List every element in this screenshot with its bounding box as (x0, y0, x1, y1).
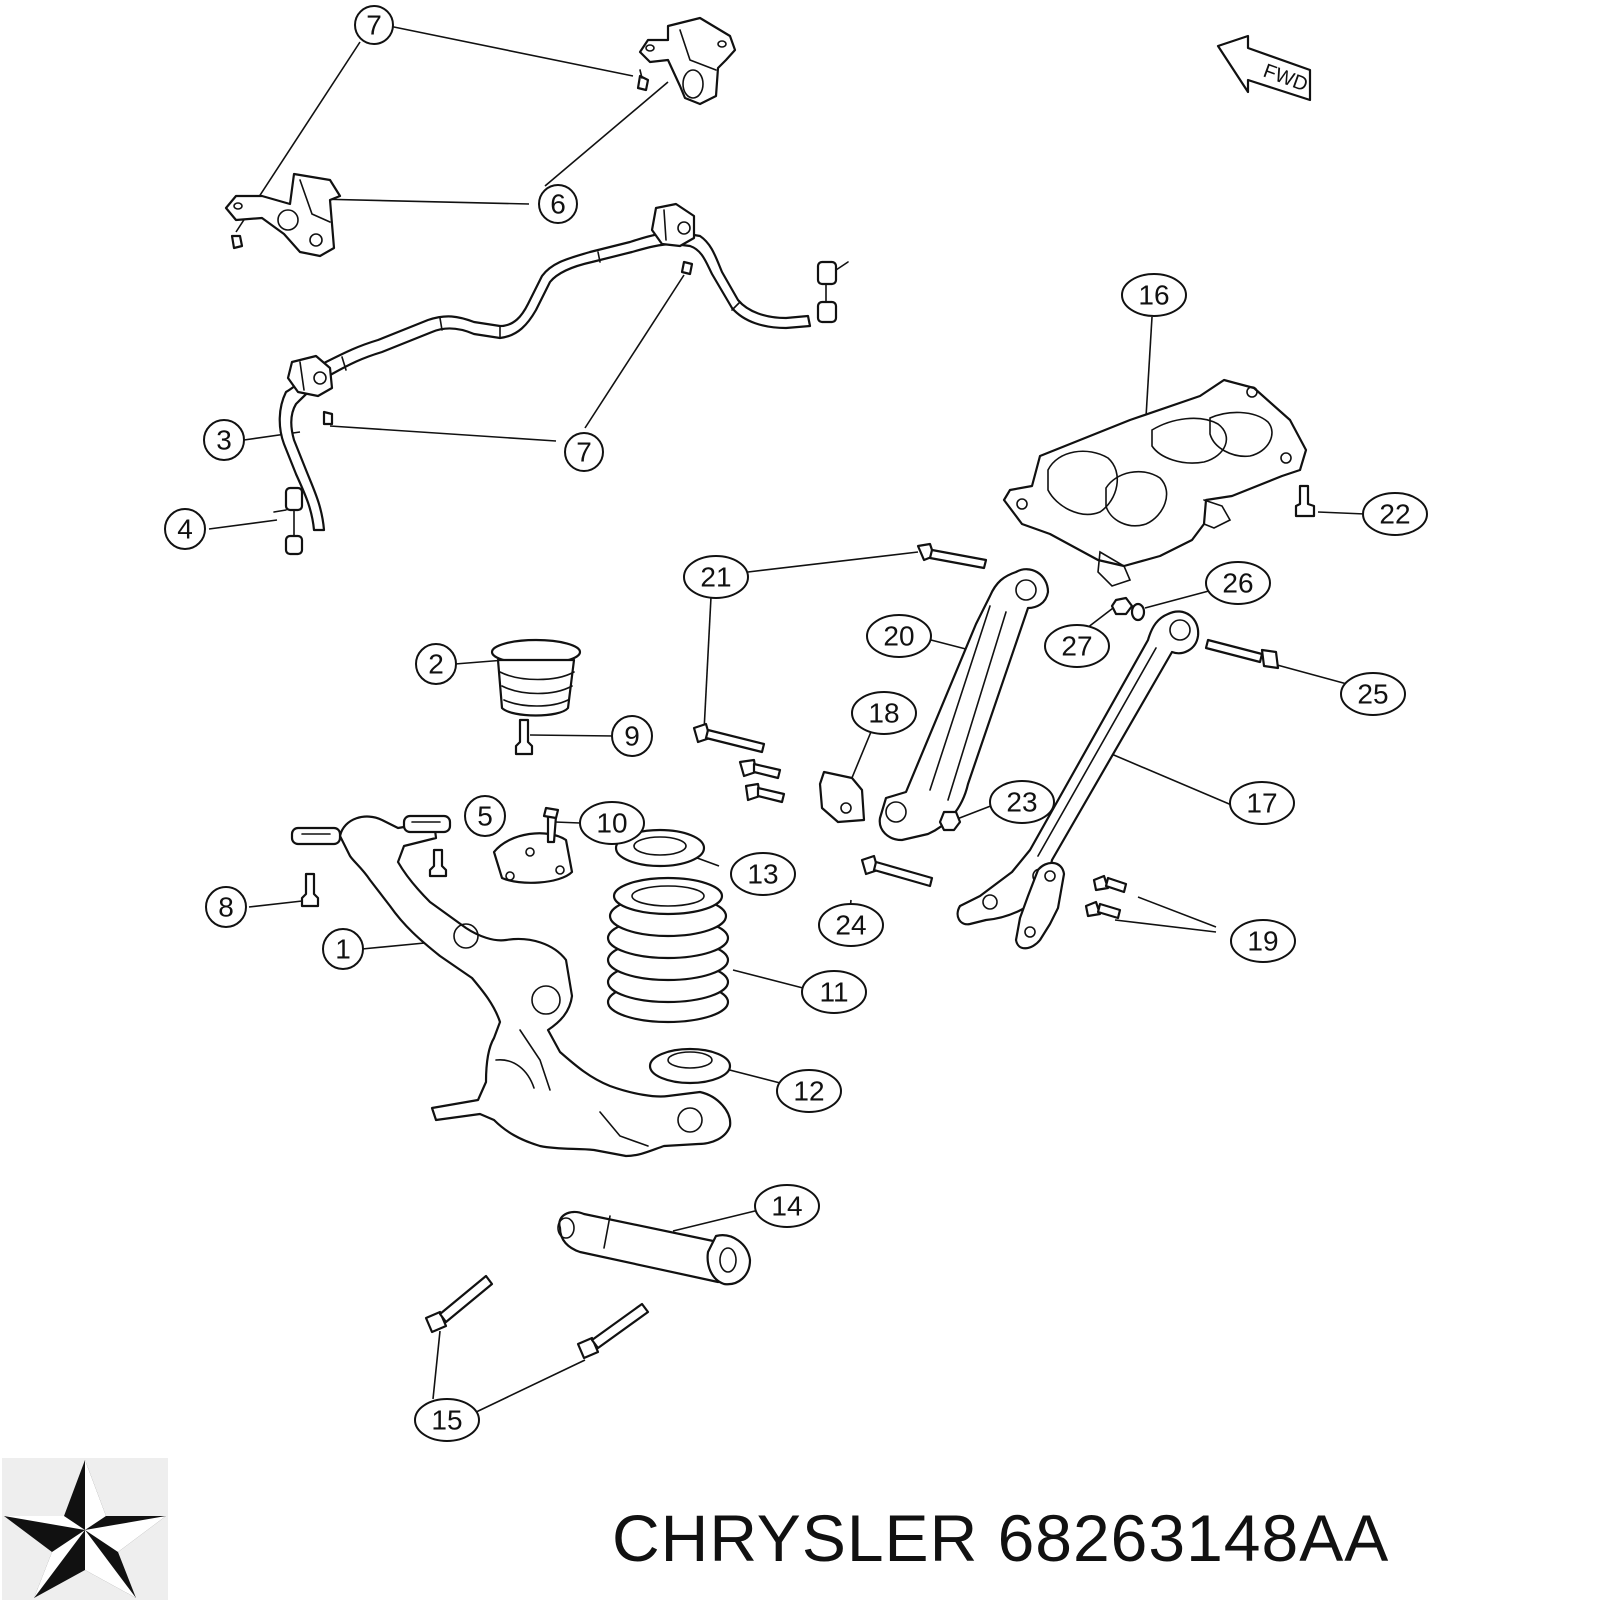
svg-text:6: 6 (550, 189, 566, 220)
part-19-plate (1014, 861, 1066, 950)
callout-3: 3 (203, 419, 245, 461)
part-23-nut (938, 810, 962, 832)
svg-text:15: 15 (431, 1405, 462, 1436)
callout-7-second: 7 (564, 432, 604, 472)
svg-text:16: 16 (1138, 280, 1169, 311)
part-19-bolts (1084, 874, 1128, 920)
stabilizer-bushing-right (650, 202, 696, 248)
part-13-spring-isolator-upper (614, 828, 706, 868)
svg-text:5: 5 (477, 801, 493, 832)
svg-text:9: 9 (624, 721, 640, 752)
part-21-bolt-lower (692, 722, 766, 754)
callout-18: 18 (851, 691, 917, 735)
callout-6: 6 (538, 184, 578, 224)
svg-text:22: 22 (1379, 499, 1410, 530)
svg-text:18: 18 (868, 698, 899, 729)
callout-16: 16 (1121, 273, 1187, 317)
svg-text:2: 2 (428, 649, 444, 680)
callout-7: 7 (354, 5, 394, 45)
svg-text:11: 11 (819, 977, 848, 1008)
part-7-bolt-right (680, 260, 694, 276)
part-14-shock-absorber (557, 1210, 752, 1286)
callout-23: 23 (989, 780, 1055, 824)
part-7-bolt-mid (322, 410, 334, 426)
callout-22: 22 (1362, 492, 1428, 536)
part-16-crossmember (1002, 378, 1308, 587)
callout-25: 25 (1340, 672, 1406, 716)
svg-text:7: 7 (576, 437, 592, 468)
part-27-nut (1110, 596, 1134, 616)
svg-text:1: 1 (335, 934, 351, 965)
part-6-bracket-upper (638, 16, 737, 106)
callout-27: 27 (1044, 624, 1110, 668)
callout-17: 17 (1229, 781, 1295, 825)
part-9-bolt (514, 718, 534, 756)
svg-text:3: 3 (216, 425, 232, 456)
part-18-bracket (818, 770, 866, 824)
callout-21: 21 (683, 555, 749, 599)
callout-10: 10 (579, 801, 645, 845)
callout-20: 20 (866, 614, 932, 658)
part-12-spring-isolator-lower (648, 1047, 732, 1085)
part-8-bolt (300, 872, 320, 908)
pentastar-icon (2, 1458, 168, 1600)
svg-text:25: 25 (1357, 679, 1388, 710)
part-11-coil-spring (606, 876, 730, 1024)
svg-text:27: 27 (1061, 631, 1092, 662)
part-4-stabilizer-link-right (816, 260, 849, 324)
part-22-bolt (1294, 484, 1316, 518)
stabilizer-bushing-left (286, 354, 334, 398)
part-17-lateral-link (956, 610, 1200, 926)
part-7-bolt-left (230, 234, 244, 250)
callout-12: 12 (776, 1069, 842, 1113)
callout-4: 4 (164, 508, 206, 550)
svg-text:4: 4 (177, 514, 193, 545)
callout-5: 5 (464, 795, 506, 837)
part-2-jounce-bumper (490, 638, 582, 717)
part-5-spring-seat-cover (492, 832, 574, 884)
part-4-stabilizer-link-left (273, 486, 304, 556)
callout-26: 26 (1205, 561, 1271, 605)
part-10-screw (542, 806, 560, 844)
callout-2: 2 (415, 643, 457, 685)
callout-19: 19 (1230, 919, 1296, 963)
svg-text:17: 17 (1246, 788, 1277, 819)
part-24-bolt (860, 854, 934, 888)
brand-part-number: CHRYSLER 68263148AA (612, 1501, 1390, 1575)
svg-text:26: 26 (1222, 568, 1253, 599)
svg-text:12: 12 (793, 1076, 824, 1107)
part-21-bolt-upper (916, 542, 988, 570)
callout-15: 15 (414, 1398, 480, 1442)
part-25-bolt (1204, 638, 1280, 670)
callout-9: 9 (611, 715, 653, 757)
callout-11: 11 (801, 970, 867, 1014)
part-15-bolt-left (424, 1274, 494, 1334)
callout-1: 1 (322, 928, 364, 970)
callout-14: 14 (754, 1184, 820, 1228)
part-8-bolt-second (428, 848, 448, 878)
part-1-knuckle-arm (290, 814, 732, 1158)
part-6-bracket-lower (224, 172, 342, 258)
part-7-bolt-upper (636, 69, 650, 92)
svg-text:10: 10 (596, 808, 627, 839)
part-26-washer (1130, 602, 1146, 622)
svg-text:20: 20 (883, 621, 914, 652)
callout-24: 24 (818, 903, 884, 947)
part-bolt-pair (738, 758, 786, 804)
svg-text:14: 14 (771, 1191, 802, 1222)
svg-text:19: 19 (1247, 926, 1278, 957)
svg-text:24: 24 (835, 910, 866, 941)
part-15-bolt-right (576, 1302, 650, 1360)
svg-text:7: 7 (366, 10, 382, 41)
callout-13: 13 (730, 852, 796, 896)
forward-direction-arrow: FWD (1216, 34, 1312, 102)
callout-8: 8 (205, 886, 247, 928)
svg-text:8: 8 (218, 892, 234, 923)
svg-text:23: 23 (1006, 787, 1037, 818)
svg-text:21: 21 (700, 562, 731, 593)
part-3-stabilizer-bar (278, 230, 812, 532)
svg-text:13: 13 (747, 859, 778, 890)
